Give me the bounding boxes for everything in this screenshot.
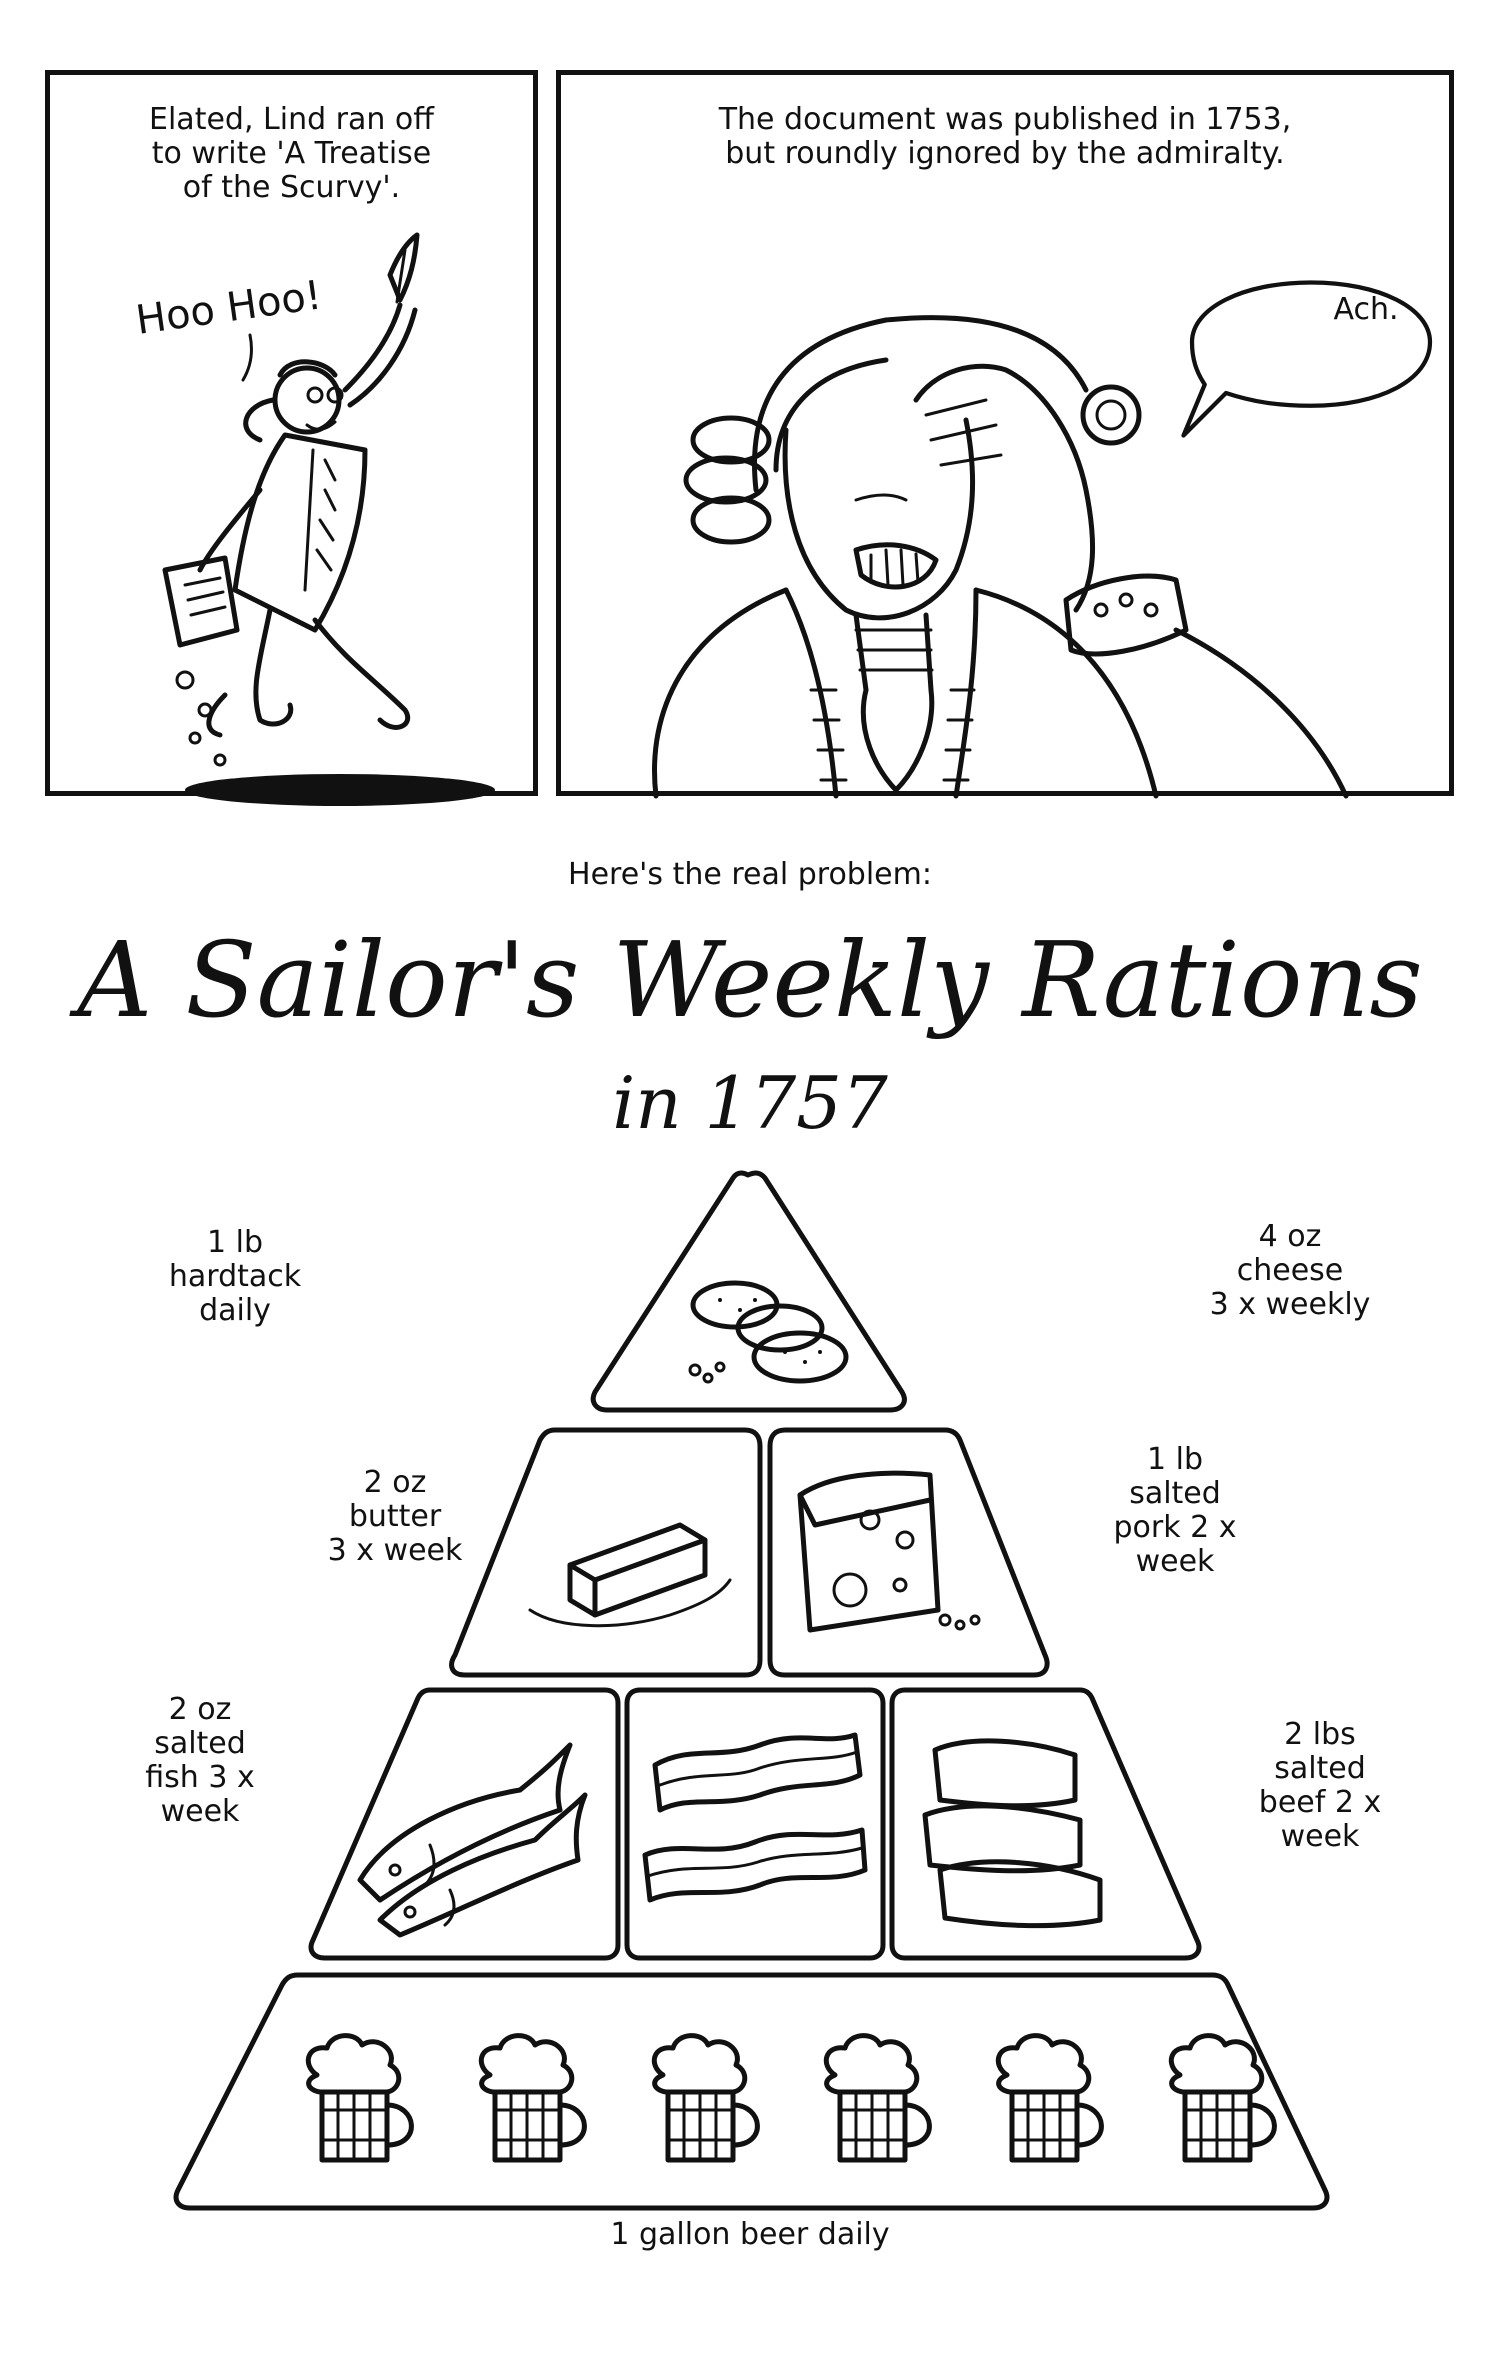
butter-block-icon bbox=[528, 1522, 732, 1628]
page-title: A Sailor's Weekly Rations bbox=[77, 919, 1423, 1041]
intro-text: Here's the real problem: bbox=[568, 857, 932, 892]
beer-tankard-icon bbox=[478, 2033, 587, 2163]
beer-tankard-icon bbox=[305, 2033, 1277, 2163]
beer-tankard-icon bbox=[651, 2033, 760, 2163]
salted-beef-icon bbox=[922, 1738, 1103, 1929]
label-cheese: 4 oz cheese 3 x weekly bbox=[1209, 1219, 1371, 1322]
comic-panel-1: Elated, Lind ran off to write 'A Treatis… bbox=[45, 70, 538, 806]
comic-panel-2: The document was published in 1753, but … bbox=[556, 70, 1454, 799]
bacon-strips-icon bbox=[642, 1732, 868, 1903]
beer-tankard-icon bbox=[823, 2033, 932, 2163]
panel-1-caption: Elated, Lind ran off to write 'A Treatis… bbox=[149, 102, 434, 205]
lind-jumping-illustration bbox=[162, 232, 495, 806]
dried-fish-icon bbox=[357, 1742, 588, 1938]
pyramid-tier-beef bbox=[889, 1687, 1202, 1961]
pyramid-tier-cheese bbox=[767, 1427, 1050, 1678]
cheese-wedge-icon bbox=[797, 1470, 981, 1633]
pyramid-tier-butter bbox=[449, 1427, 763, 1678]
beer-tankard-icon bbox=[995, 2033, 1104, 2163]
label-fish: 2 oz salted fish 3 x week bbox=[145, 1692, 255, 1829]
label-butter: 2 oz butter 3 x week bbox=[327, 1465, 463, 1568]
lind-facepalm-illustration bbox=[652, 280, 1433, 799]
pyramid-tier-fish bbox=[308, 1687, 621, 1961]
label-pork: 1 lb salted pork 2 x week bbox=[1113, 1442, 1237, 1579]
page-subtitle: in 1757 bbox=[612, 1061, 888, 1145]
label-beef: 2 lbs salted beef 2 x week bbox=[1258, 1717, 1382, 1854]
label-beer: 1 gallon beer daily bbox=[610, 2217, 890, 2252]
pyramid-tier-beer bbox=[173, 1972, 1330, 2211]
beer-tankard-icon bbox=[1168, 2033, 1277, 2163]
pyramid-tier-hardtack bbox=[590, 1170, 907, 1413]
pyramid-tier-pork bbox=[624, 1687, 886, 1961]
panel-2-caption: The document was published in 1753, but … bbox=[718, 102, 1292, 171]
speech-bubble-ach: Ach. bbox=[1333, 292, 1399, 327]
label-hardtack: 1 lb hardtack daily bbox=[168, 1225, 302, 1328]
hardtack-biscuits-icon bbox=[688, 1280, 849, 1384]
beer-tankard-icon bbox=[305, 2033, 414, 2163]
